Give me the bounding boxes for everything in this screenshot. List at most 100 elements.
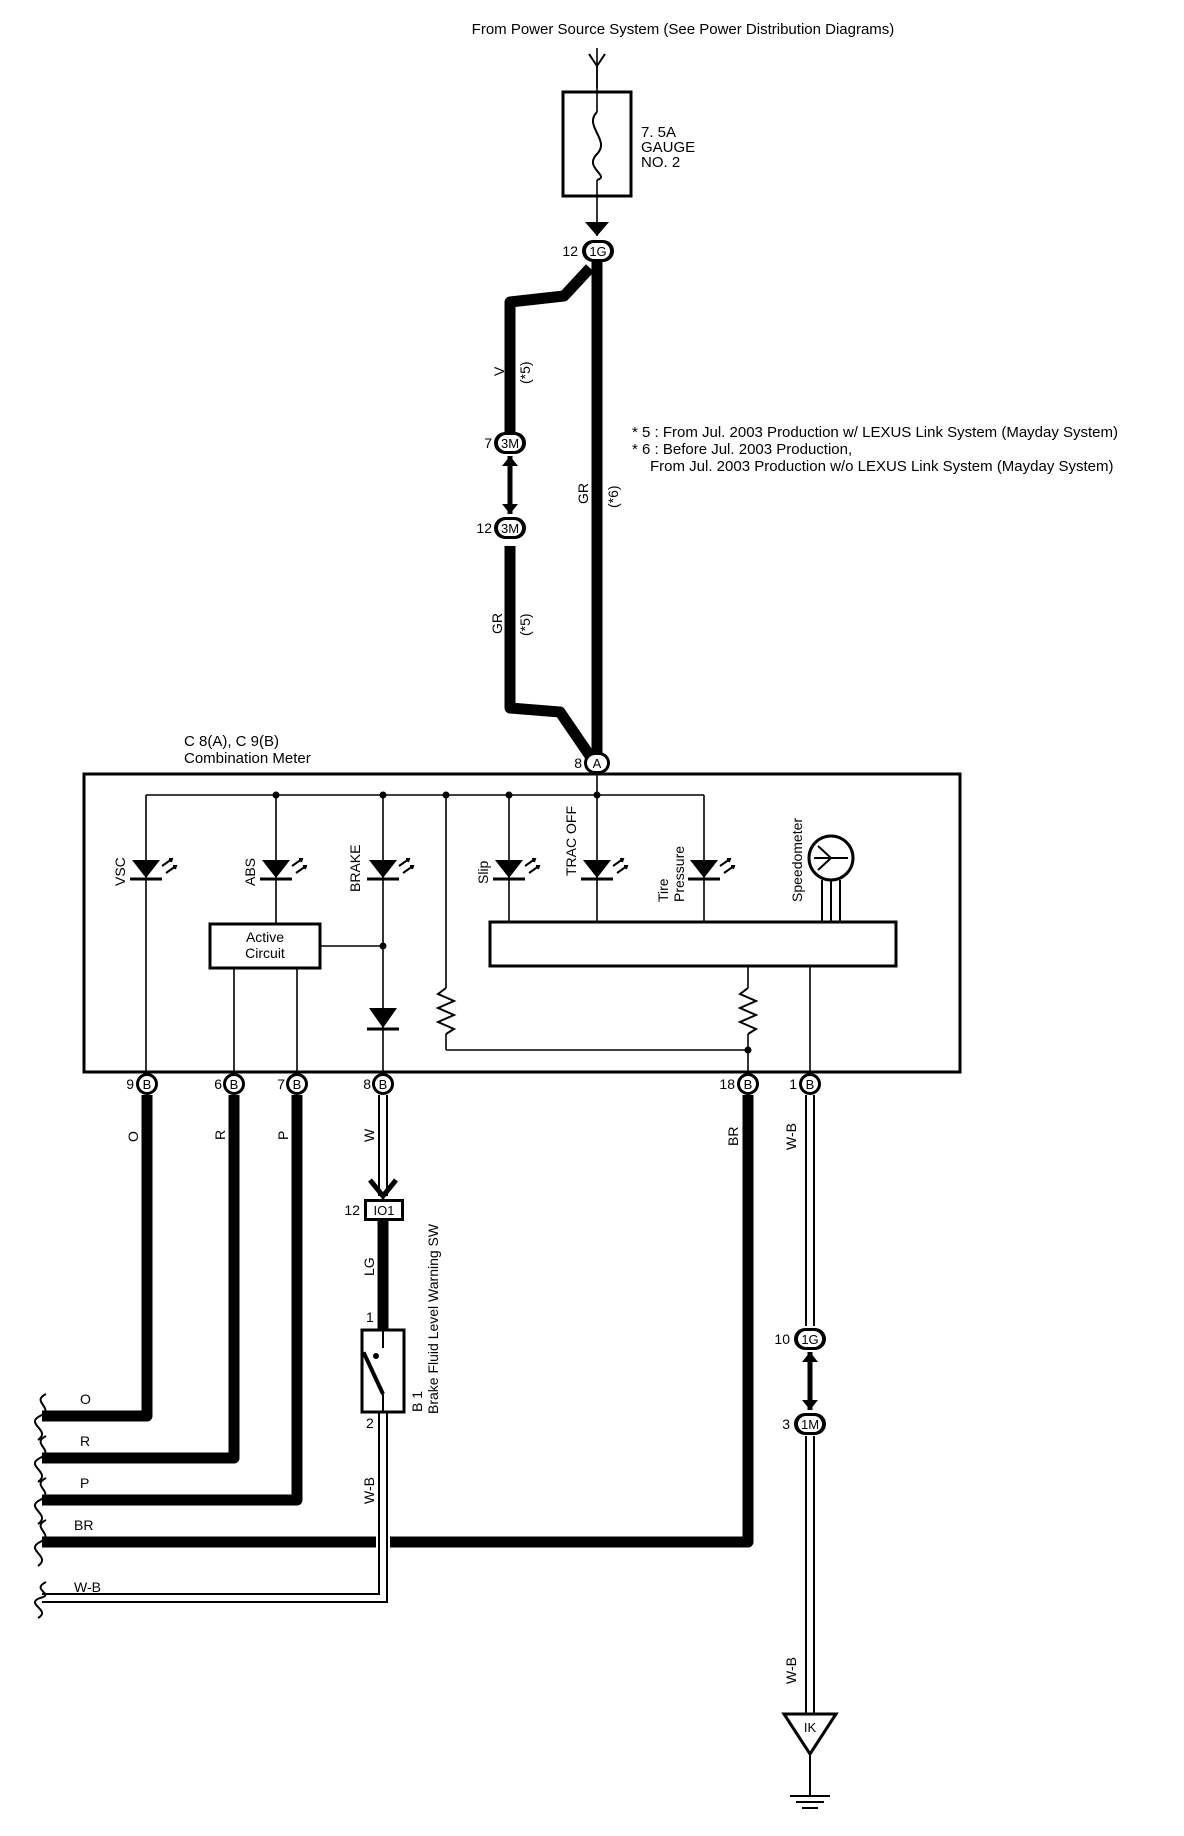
wire-br xyxy=(42,1095,754,1548)
wire-label-gr-left: GR xyxy=(489,613,505,634)
wire-o xyxy=(42,1095,153,1422)
label-abs: ABS xyxy=(242,858,258,886)
connector-1g-bottom-pin: 10 xyxy=(774,1331,790,1347)
wire-label-gr-right: GR xyxy=(575,483,591,504)
active-circuit-line1: Active xyxy=(246,929,284,945)
left-label-wb: W-B xyxy=(74,1579,101,1595)
note-5: * 5 : From Jul. 2003 Production w/ LEXUS… xyxy=(632,424,1118,441)
wire-gr-5 xyxy=(504,546,595,760)
connector-b-vsc: B xyxy=(136,1073,158,1095)
note-6-line1: * 6 : Before Jul. 2003 Production, xyxy=(632,441,852,458)
wire-wb-ground xyxy=(805,1095,815,1714)
label-speedometer: Speedometer xyxy=(789,818,805,902)
switch-code: B 1 xyxy=(409,1391,425,1412)
connector-b-vsc-pin: 9 xyxy=(126,1076,134,1092)
connector-io1: IO1 xyxy=(364,1199,404,1221)
connector-1m-pin: 3 xyxy=(782,1416,790,1432)
wire-label-r: R xyxy=(212,1130,228,1140)
meter-title: C 8(A), C 9(B) xyxy=(184,733,279,750)
svg-text:IK: IK xyxy=(804,1720,817,1735)
wire-label-br: BR xyxy=(725,1127,741,1146)
svg-text:3M: 3M xyxy=(501,521,519,536)
wire-r xyxy=(42,1095,240,1464)
svg-text:A: A xyxy=(593,756,602,771)
connector-b-active: B xyxy=(286,1073,308,1095)
connector-b-active-pin: 7 xyxy=(277,1076,285,1092)
note-6-line2: From Jul. 2003 Production w/o LEXUS Link… xyxy=(650,458,1114,475)
fuse-rating: 7. 5A xyxy=(641,124,676,141)
wire-v-5 xyxy=(504,264,595,436)
wire-label-o: O xyxy=(125,1131,141,1142)
connector-b-wb: B xyxy=(799,1073,821,1095)
svg-text:B: B xyxy=(806,1077,815,1092)
label-vsc: VSC xyxy=(112,857,128,886)
wire-label-gr-left-note: (*5) xyxy=(517,613,533,636)
resistor-right xyxy=(737,987,759,1035)
wire-wb-switch xyxy=(42,1412,390,1603)
label-slip: Slip xyxy=(475,860,491,884)
wire-w-arrow xyxy=(368,1178,398,1200)
svg-text:1G: 1G xyxy=(589,244,606,259)
connector-b-br-pin: 18 xyxy=(719,1076,735,1092)
ground-icon: IK xyxy=(781,1712,839,1809)
wire-label-gr-right-note: (*6) xyxy=(605,485,621,508)
connector-a: A xyxy=(584,752,610,774)
speedometer-icon xyxy=(807,834,855,922)
wire-w xyxy=(378,1095,388,1196)
svg-text:B: B xyxy=(143,1077,152,1092)
svg-text:B: B xyxy=(293,1077,302,1092)
svg-text:B: B xyxy=(379,1077,388,1092)
label-pressure: Pressure xyxy=(671,846,687,902)
svg-text:B: B xyxy=(230,1077,239,1092)
svg-text:IO1: IO1 xyxy=(374,1203,395,1218)
resistor-left xyxy=(435,987,457,1035)
led-slip xyxy=(493,858,540,881)
meter-name: Combination Meter xyxy=(184,750,311,767)
wire-label-p: P xyxy=(275,1131,291,1140)
wire-p xyxy=(42,1095,303,1506)
label-trac-off: TRAC OFF xyxy=(563,806,579,876)
connector-3m-top-pin: 7 xyxy=(484,435,492,451)
wire-label-lg: LG xyxy=(361,1257,377,1276)
wire-label-wb-pin1: W-B xyxy=(783,1123,799,1150)
wire-label-v: V xyxy=(491,366,507,376)
wire-label-v-note: (*5) xyxy=(517,361,533,384)
connector-a-pin: 8 xyxy=(574,755,582,771)
connector-3m-bottom: 3M xyxy=(494,517,526,539)
led-abs xyxy=(260,858,307,881)
connector-1g-bottom: 1G xyxy=(794,1328,826,1350)
connector-1g-top-pin: 12 xyxy=(562,243,578,259)
switch-name: Brake Fluid Level Warning SW xyxy=(425,1223,441,1414)
connector-b-abs: B xyxy=(223,1073,245,1095)
svg-text:1M: 1M xyxy=(801,1417,819,1432)
connector-b-brake: B xyxy=(372,1073,394,1095)
connector-b-brake-pin: 8 xyxy=(363,1076,371,1092)
svg-text:3M: 3M xyxy=(501,436,519,451)
connector-1m: 1M xyxy=(794,1413,826,1435)
active-circuit-box xyxy=(208,922,322,970)
svg-text:1G: 1G xyxy=(801,1332,818,1347)
led-trac-off xyxy=(581,858,628,881)
combination-meter-box xyxy=(82,772,962,1074)
led-brake xyxy=(367,858,414,881)
meter-control-block xyxy=(488,920,898,968)
fuse-element xyxy=(591,111,603,181)
connector-io1-pin: 12 xyxy=(344,1202,360,1218)
fuse-down-arrow xyxy=(585,222,609,236)
led-vsc xyxy=(130,858,177,881)
wire-break-marks xyxy=(33,1393,47,1619)
left-label-br: BR xyxy=(74,1517,93,1533)
connector-b-wb-pin: 1 xyxy=(789,1076,797,1092)
svg-text:B: B xyxy=(744,1077,753,1092)
label-brake: BRAKE xyxy=(347,845,363,892)
switch-pin-1: 1 xyxy=(366,1309,374,1325)
connector-3m-top: 3M xyxy=(494,432,526,454)
wire-label-wb-ground: W-B xyxy=(783,1657,799,1684)
connector-3m-bottom-arrow xyxy=(502,504,518,514)
wire-label-w: W xyxy=(361,1128,377,1142)
switch-pin-2: 2 xyxy=(366,1415,374,1431)
left-label-p: P xyxy=(80,1475,89,1491)
power-source-note: From Power Source System (See Power Dist… xyxy=(472,21,895,38)
active-circuit-line2: Circuit xyxy=(245,945,285,961)
